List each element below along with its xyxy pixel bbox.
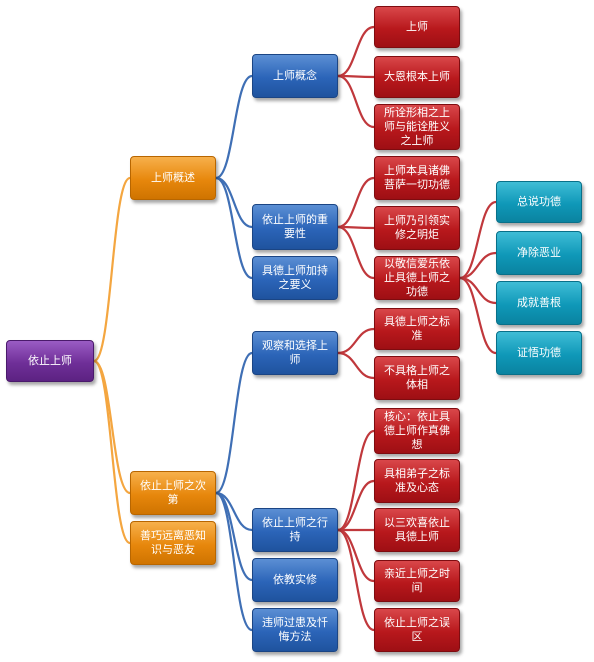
branch-node-sequence: 依止上师之次第 (130, 471, 216, 515)
item-node: 大恩根本上师 (374, 56, 460, 98)
connector-line (337, 351, 375, 380)
item-node: 依止上师之误区 (374, 608, 460, 652)
branch-label: 上师概述 (151, 171, 195, 184)
item-label: 以敬信爱乐依止具德上师之功德 (384, 257, 450, 298)
item-label: 上师 (406, 20, 428, 33)
item-label: 核心：依止具德上师作真佛想 (384, 410, 450, 451)
connector-line (337, 74, 375, 129)
topic-node-guru-concept: 上师概念 (252, 54, 338, 98)
connector-line (215, 74, 253, 180)
item-label: 大恩根本上师 (384, 70, 450, 83)
topic-label: 依止上师的重要性 (262, 213, 328, 240)
item-node: 核心：依止具德上师作真佛想 (374, 408, 460, 454)
item-node: 亲近上师之时间 (374, 560, 460, 602)
topic-label: 违师过患及忏悔方法 (262, 616, 328, 643)
leaf-label: 总说功德 (517, 195, 561, 208)
item-node: 上师 (374, 6, 460, 48)
item-node: 以敬信爱乐依止具德上师之功德 (374, 256, 460, 300)
topic-node-importance: 依止上师的重要性 (252, 204, 338, 250)
topic-node-practice: 依教实修 (252, 558, 338, 602)
topic-label: 依止上师之行持 (262, 516, 328, 543)
leaf-label: 净除恶业 (517, 246, 561, 259)
connector-line (337, 327, 375, 355)
connector-line (93, 359, 131, 495)
topic-node-faults-repentance: 违师过患及忏悔方法 (252, 608, 338, 652)
leaf-node: 证悟功德 (496, 331, 582, 375)
connector-line (337, 25, 375, 78)
connector-line (215, 491, 253, 632)
connector-line (337, 429, 375, 532)
branch-node-overview: 上师概述 (130, 156, 216, 200)
item-node: 具相弟子之标准及心态 (374, 459, 460, 503)
connector-line (337, 225, 375, 280)
topic-label: 依教实修 (273, 573, 317, 586)
connector-line (337, 176, 375, 229)
connector-line (93, 359, 131, 545)
branch-label: 善巧远离恶知识与恶友 (140, 529, 206, 556)
item-label: 上师本具诸佛菩萨一切功德 (384, 164, 450, 191)
branch-label: 依止上师之次第 (140, 479, 206, 506)
item-label: 上师乃引领实修之明炬 (384, 214, 450, 241)
item-label: 以三欢喜依止具德上师 (384, 516, 450, 543)
connector-line (459, 276, 497, 355)
connector-line (215, 176, 253, 280)
leaf-label: 成就善根 (517, 296, 561, 309)
item-node: 不具格上师之体相 (374, 356, 460, 400)
leaf-node: 净除恶业 (496, 231, 582, 275)
item-label: 所诠形相之上师与能诠胜义之上师 (384, 106, 450, 147)
topic-label: 具德上师加持之要义 (262, 264, 328, 291)
connector-line (337, 479, 375, 532)
root-node: 依止上师 (6, 340, 94, 382)
topic-node-conduct: 依止上师之行持 (252, 508, 338, 552)
connector-line (459, 251, 497, 280)
connector-line (93, 176, 131, 363)
topic-label: 上师概念 (273, 69, 317, 82)
connector-line (215, 351, 253, 495)
connector-line (337, 528, 375, 583)
topic-label: 观察和选择上师 (262, 339, 328, 366)
item-node: 所诠形相之上师与能诠胜义之上师 (374, 104, 460, 150)
topic-node-examine-select: 观察和选择上师 (252, 331, 338, 375)
leaf-node: 成就善根 (496, 281, 582, 325)
leaf-label: 证悟功德 (517, 346, 561, 359)
connector-line (215, 176, 253, 229)
item-label: 具德上师之标准 (384, 315, 450, 342)
topic-node-blessing: 具德上师加持之要义 (252, 256, 338, 300)
connector-line (337, 528, 375, 632)
connector-line (459, 200, 497, 280)
item-label: 不具格上师之体相 (384, 364, 450, 391)
item-node: 上师本具诸佛菩萨一切功德 (374, 156, 460, 200)
item-node: 上师乃引领实修之明炬 (374, 206, 460, 250)
item-label: 依止上师之误区 (384, 616, 450, 643)
leaf-node: 总说功德 (496, 181, 582, 223)
item-node: 以三欢喜依止具德上师 (374, 508, 460, 552)
root-label: 依止上师 (28, 354, 72, 367)
item-label: 亲近上师之时间 (384, 567, 450, 594)
item-node: 具德上师之标准 (374, 308, 460, 350)
branch-node-avoid-evil-friends: 善巧远离恶知识与恶友 (130, 521, 216, 565)
item-label: 具相弟子之标准及心态 (384, 467, 450, 494)
